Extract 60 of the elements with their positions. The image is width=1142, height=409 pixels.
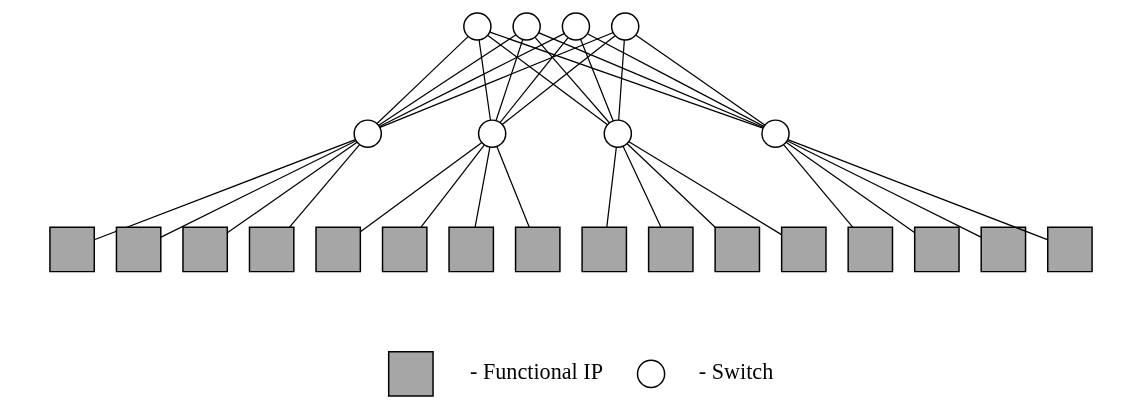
legend-label: - Functional IP xyxy=(470,359,603,385)
node-circle xyxy=(477,119,507,148)
node-box xyxy=(248,226,295,273)
connector xyxy=(93,139,357,241)
connector xyxy=(618,39,625,121)
node-box xyxy=(1047,226,1093,273)
connector xyxy=(379,32,614,129)
connector xyxy=(606,146,617,228)
connector xyxy=(622,145,662,228)
connector xyxy=(635,34,766,126)
node-box xyxy=(448,226,495,273)
node-box xyxy=(847,226,894,273)
node-box xyxy=(115,226,162,273)
connector xyxy=(288,143,361,228)
node-box xyxy=(387,350,434,397)
node-circle xyxy=(512,12,541,41)
connector xyxy=(160,140,357,238)
connector xyxy=(782,143,854,228)
connector xyxy=(626,143,716,228)
connector xyxy=(787,139,1048,241)
connector xyxy=(359,142,483,233)
node-box xyxy=(49,226,95,273)
node-box xyxy=(647,226,694,273)
node-circle xyxy=(761,119,790,148)
node-box xyxy=(182,226,229,273)
connector xyxy=(478,39,492,121)
legend-label: - Switch xyxy=(698,359,774,385)
connector xyxy=(538,32,764,128)
node-box xyxy=(381,226,428,273)
node-circle xyxy=(463,12,492,41)
node-box xyxy=(514,226,561,273)
node-box xyxy=(581,226,628,273)
node-circle xyxy=(636,359,666,389)
connector xyxy=(495,39,524,122)
connector xyxy=(376,36,469,125)
connector xyxy=(489,31,764,129)
connector xyxy=(628,141,783,236)
node-box xyxy=(315,226,362,273)
connector xyxy=(420,144,485,228)
connector xyxy=(378,34,517,126)
node-box xyxy=(780,226,827,273)
connector xyxy=(496,146,530,228)
node-circle xyxy=(603,119,633,148)
connector xyxy=(579,38,614,122)
connector xyxy=(227,141,358,234)
node-box xyxy=(980,226,1027,273)
connector xyxy=(474,146,491,228)
node-circle xyxy=(610,12,640,41)
node-circle xyxy=(561,12,591,41)
node-box xyxy=(913,226,960,273)
connector xyxy=(534,36,610,124)
connector xyxy=(785,141,916,234)
connector xyxy=(499,37,569,124)
connector xyxy=(378,33,565,128)
node-box xyxy=(714,226,761,273)
node-circle xyxy=(353,119,383,148)
connector xyxy=(786,140,982,238)
connector xyxy=(487,35,609,126)
connector xyxy=(587,33,765,127)
connector xyxy=(501,35,616,126)
